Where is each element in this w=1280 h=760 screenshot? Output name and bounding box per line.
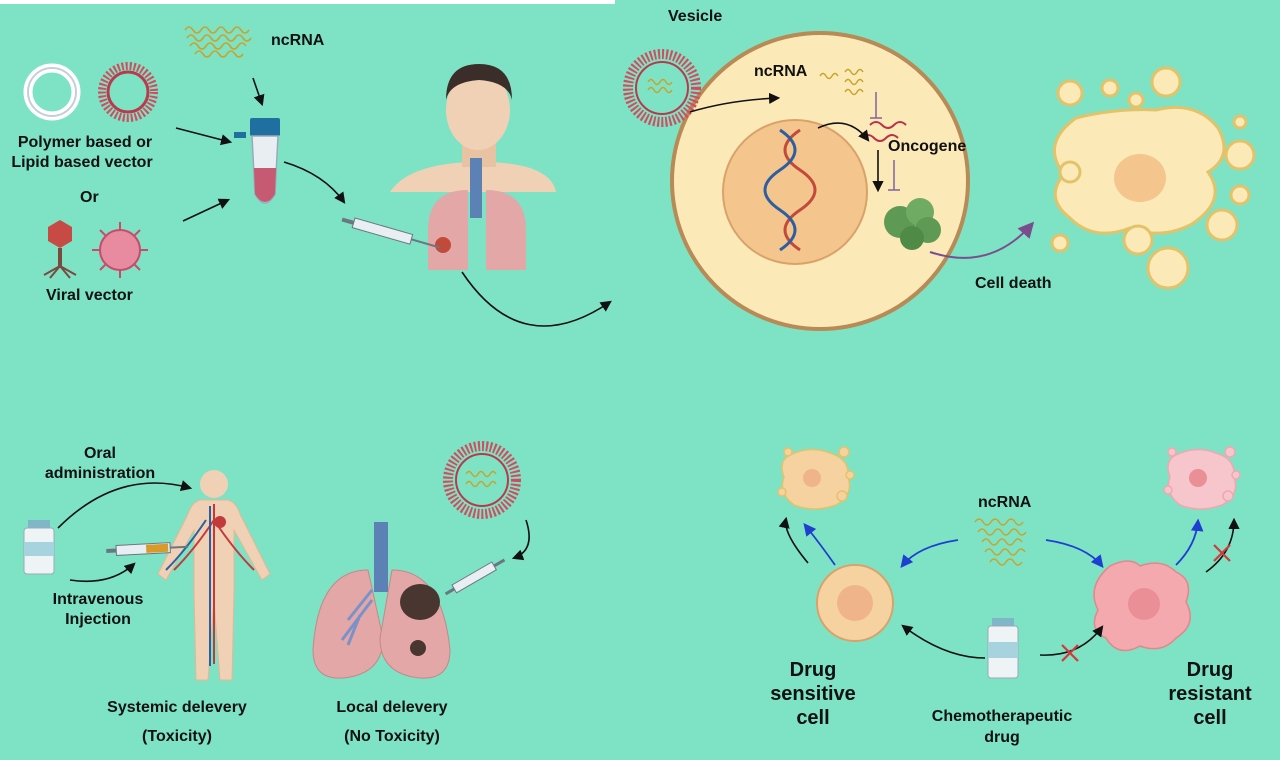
tube-icon: [234, 118, 280, 204]
vesicle-icon: [623, 49, 701, 127]
body-icon: [157, 470, 271, 681]
lipid-vector-icon: [98, 62, 158, 122]
tumor-icon: [884, 198, 941, 250]
iv-label-2: Injection: [65, 611, 131, 628]
cell-icon: [816, 564, 894, 642]
vesicle-label: Vesicle: [668, 8, 723, 25]
systemic-label-1: Systemic delevery: [107, 699, 247, 716]
oncogene-label: Oncogene: [888, 138, 967, 155]
rna-strands-icon: [184, 26, 252, 58]
vial-icon: [23, 520, 55, 575]
drug-sensitive-label-1: Drug: [789, 659, 837, 681]
virus-icon: [92, 222, 148, 278]
systemic-label-2: (Toxicity): [142, 728, 212, 745]
local-label-2: (No Toxicity): [344, 728, 440, 745]
drug-sensitive-label-2: sensitive: [770, 683, 856, 705]
oral-label-1: Oral: [83, 445, 116, 462]
nonviral-vector-label-1: Polymer based or: [17, 134, 153, 151]
ncrna-label-top: ncRNA: [271, 32, 325, 49]
or-label: Or: [80, 189, 99, 206]
drug-resistant-label-2: resistant: [1168, 683, 1252, 705]
phage-icon: [43, 220, 77, 279]
chemo-label-1: Chemotherapeutic: [931, 708, 1073, 725]
human-bust-icon: [390, 64, 556, 270]
chemo-label-2: drug: [984, 729, 1020, 746]
ncrna-label-bottom: ncRNA: [978, 494, 1032, 511]
drug-sensitive-label-3: cell: [796, 707, 830, 729]
iv-label-1: Intravenous: [52, 591, 144, 608]
polymer-ring-icon: [23, 63, 81, 121]
nonviral-vector-label-2: Lipid based vector: [11, 154, 153, 171]
lungs-icon: [312, 522, 451, 679]
drug-resistant-label-3: cell: [1193, 707, 1227, 729]
ncrna-label-cell: ncRNA: [754, 63, 808, 80]
oral-label-2: administration: [44, 465, 156, 482]
local-label-1: Local delevery: [336, 699, 448, 716]
syringe-icon: [341, 217, 441, 249]
drug-resistant-label-1: Drug: [1186, 659, 1234, 681]
dna-icon: [763, 128, 817, 252]
viral-vector-label: Viral vector: [46, 287, 133, 304]
cell-death-label: Cell death: [975, 275, 1052, 292]
